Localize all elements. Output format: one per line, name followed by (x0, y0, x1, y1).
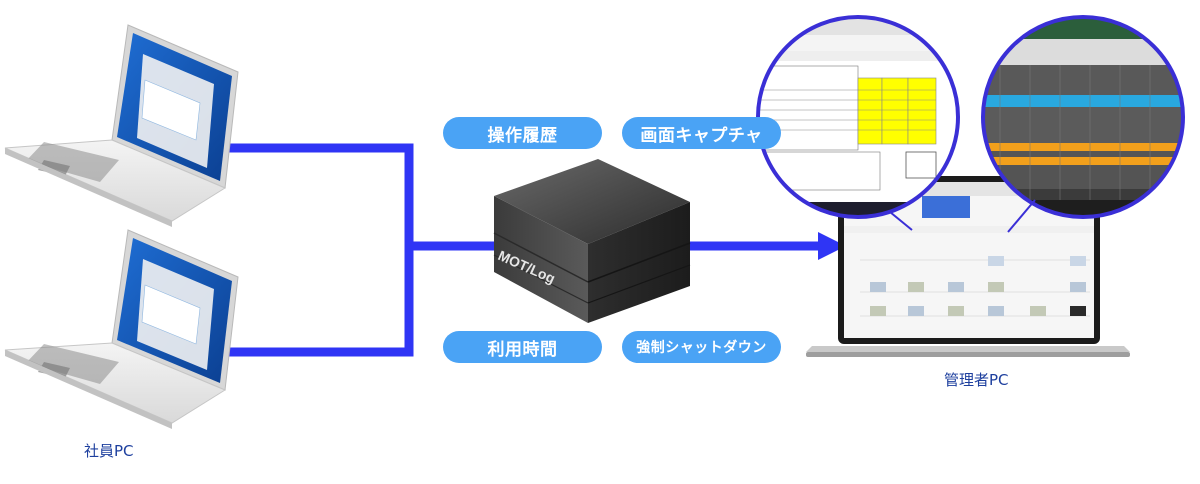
employee-laptop-2 (4, 229, 239, 429)
screen-capture-badge: 画面キャプチャ (622, 117, 781, 149)
mot-log-box: MOT/Log (493, 159, 691, 323)
zoom-screen-capture-right (981, 15, 1185, 219)
usage-time-badge: 利用時間 (443, 331, 602, 363)
zoom-screen-capture-left (756, 15, 960, 219)
arrow-head (818, 232, 846, 260)
employee-laptop-1 (4, 24, 239, 227)
zoom-callout-lines (889, 199, 1036, 233)
connector-lines (214, 143, 820, 357)
forced-shutdown-badge: 強制シャットダウン (622, 331, 781, 363)
employee-pc-label: 社員PC (84, 442, 134, 460)
operation-history-badge: 操作履歴 (443, 117, 602, 149)
admin-pc-label: 管理者PC (944, 371, 1009, 389)
